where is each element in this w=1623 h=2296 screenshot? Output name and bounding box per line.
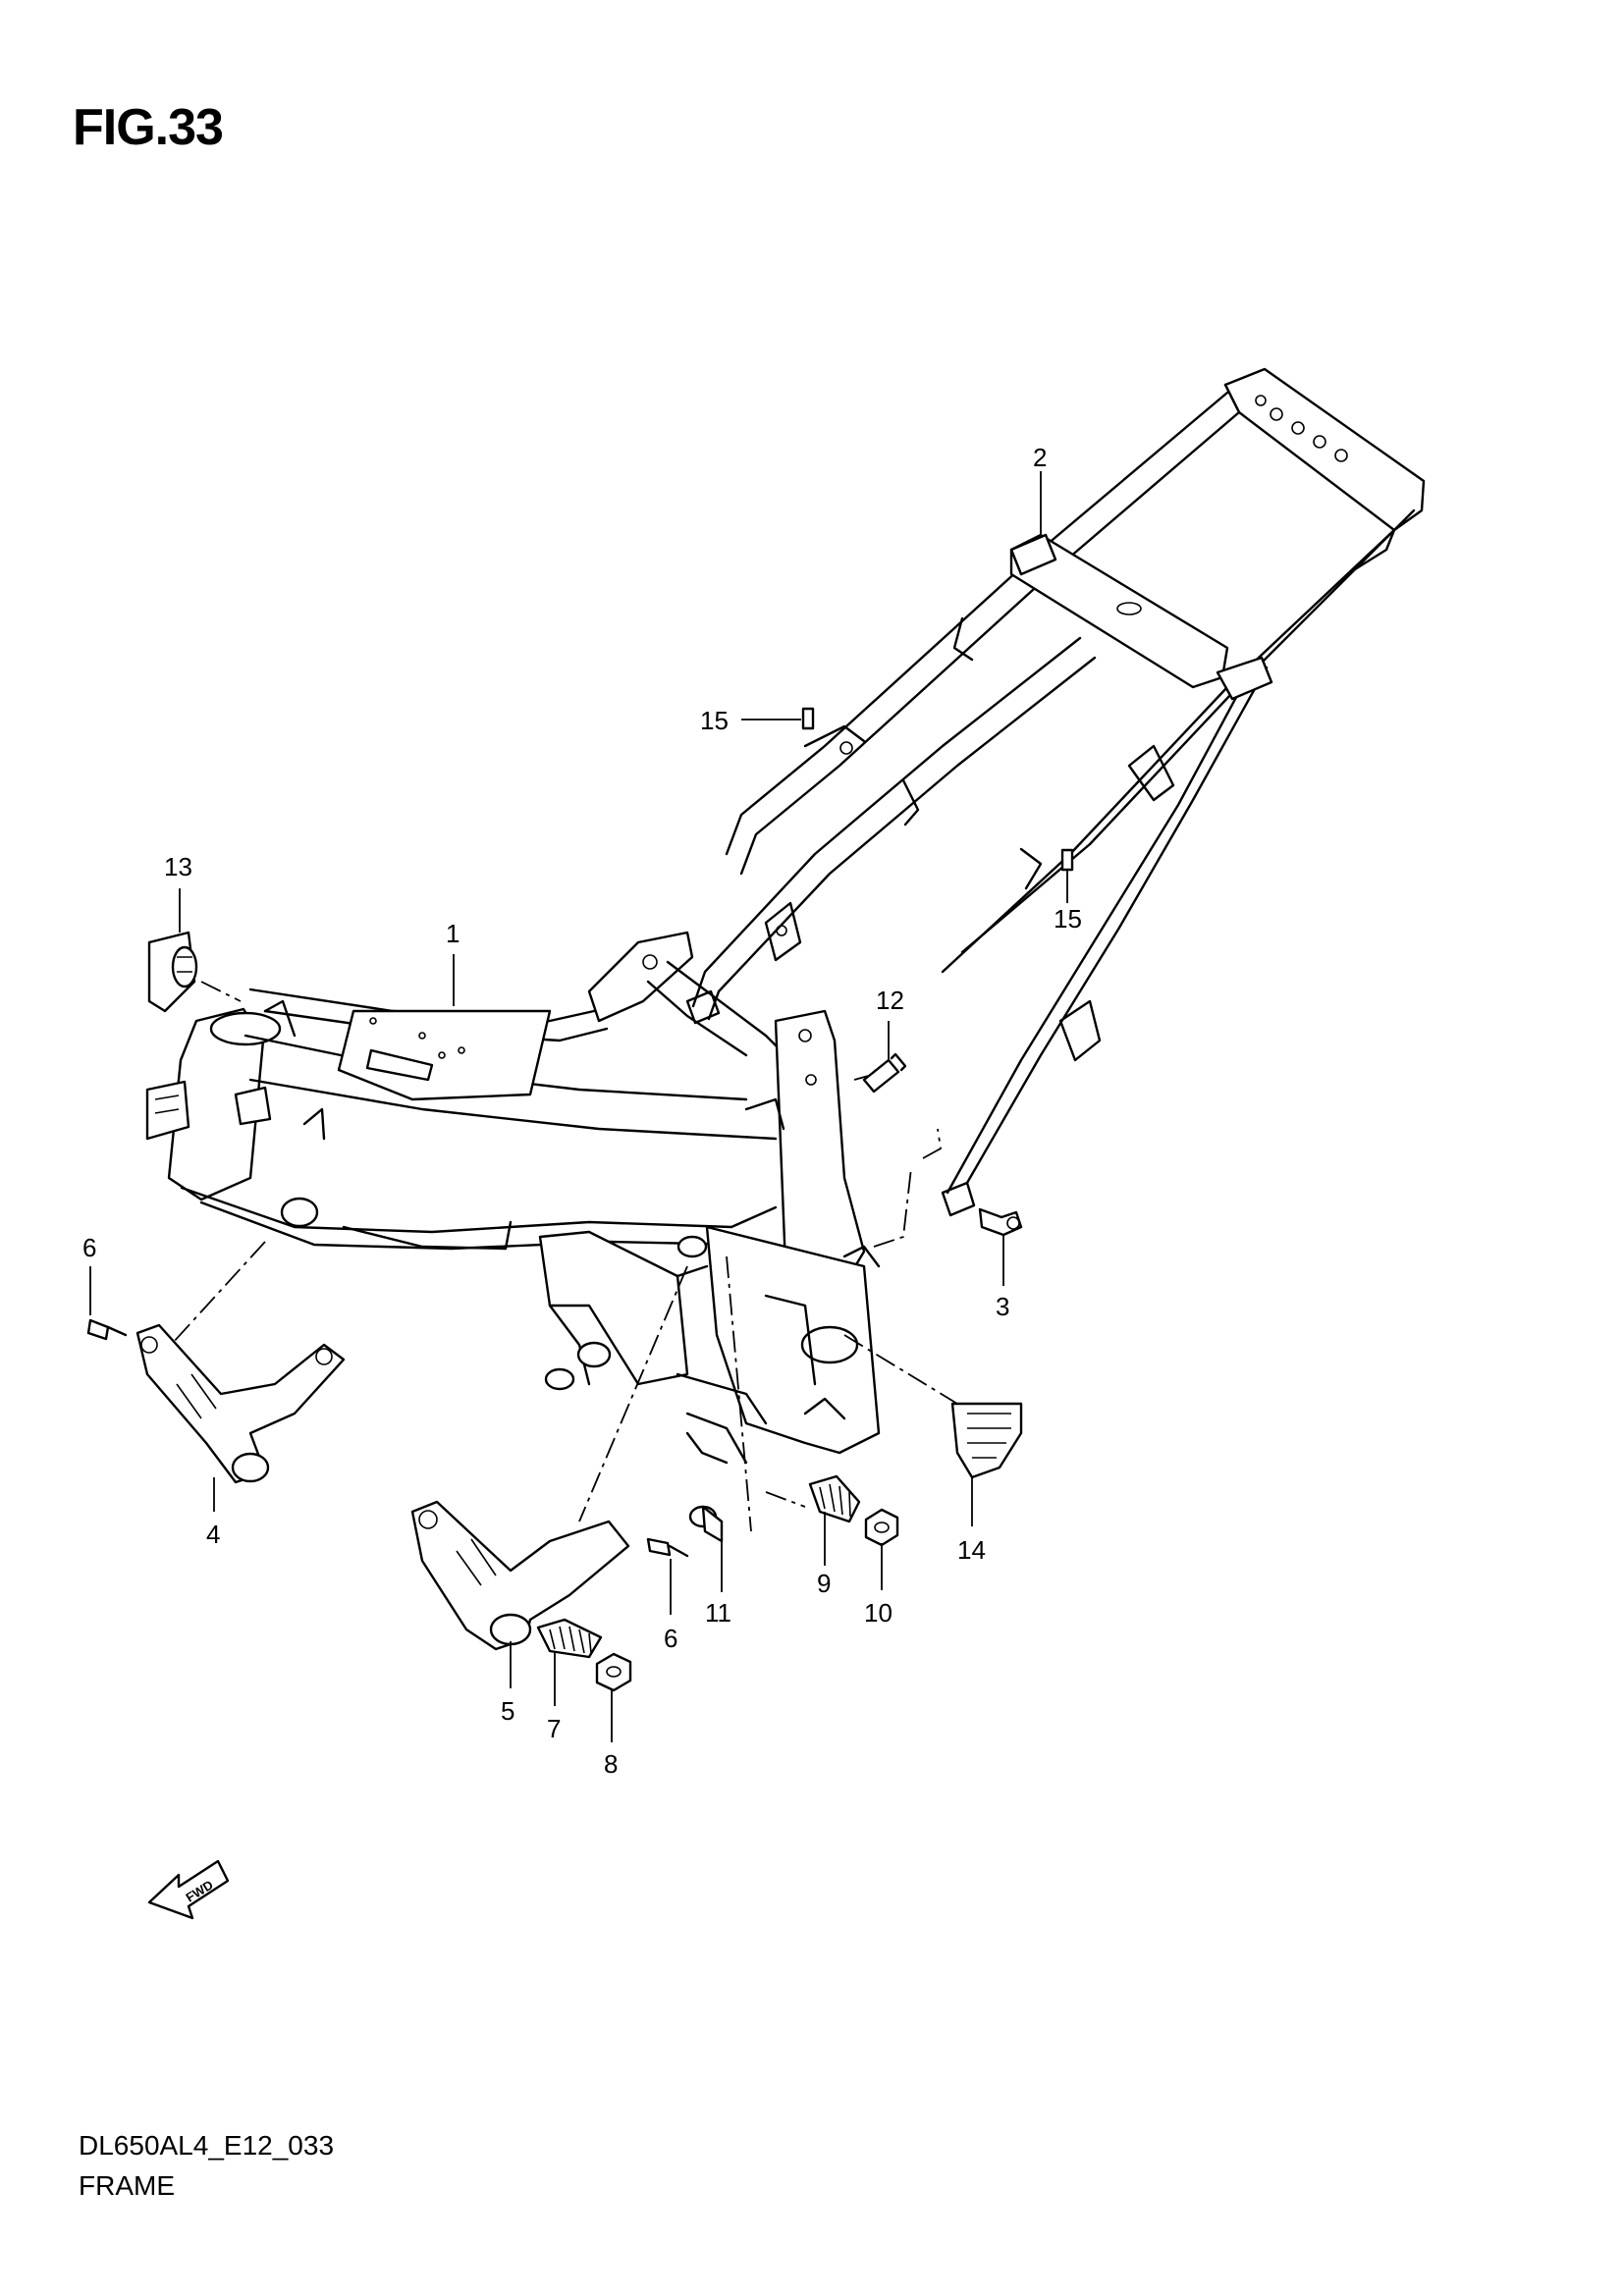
callout-9: 9 <box>817 1569 831 1598</box>
leader-lines <box>89 471 1068 1742</box>
callout-14: 14 <box>957 1535 986 1565</box>
alignment-lines <box>161 1074 958 1532</box>
part-12-bolt <box>862 1052 907 1094</box>
part-6-bolt-left <box>86 1318 128 1341</box>
part-15-pin-lower <box>1060 848 1074 872</box>
diagram-name: FRAME <box>79 2170 175 2201</box>
callout-1: 1 <box>446 919 460 948</box>
part-5-footpeg-bracket <box>410 1500 630 1651</box>
callout-6-left: 6 <box>82 1233 96 1262</box>
part-4-footpeg-bracket <box>135 1323 346 1484</box>
callout-13: 13 <box>164 852 192 881</box>
callout-5: 5 <box>501 1696 514 1726</box>
callout-11: 11 <box>705 1598 731 1628</box>
callout-2: 2 <box>1033 443 1047 472</box>
callout-15-upper: 15 <box>700 706 729 735</box>
callout-6-right: 6 <box>664 1624 677 1653</box>
part-13-front-mount <box>147 931 242 1013</box>
part-10-nut <box>864 1508 899 1547</box>
callout-3: 3 <box>996 1292 1009 1321</box>
part-6-bolt-right <box>646 1537 689 1558</box>
part-7-spring <box>536 1618 603 1659</box>
callout-10: 10 <box>864 1598 893 1628</box>
part-9-spring <box>808 1474 861 1523</box>
callout-7: 7 <box>547 1714 561 1743</box>
part-15-pin-upper <box>801 707 815 730</box>
callout-12: 12 <box>876 986 904 1015</box>
diagram-code: DL650AL4_E12_033 <box>79 2130 335 2161</box>
figure-title: FIG.33 <box>73 99 224 156</box>
part-14-cover-plate <box>950 1402 1023 1479</box>
main-frame <box>145 931 881 1465</box>
callout-8: 8 <box>604 1749 618 1779</box>
callout-15-lower: 15 <box>1054 904 1082 934</box>
part-8-nut <box>595 1652 632 1692</box>
fwd-arrow-icon: FWD <box>147 1859 230 1920</box>
part-3-bolt <box>978 1207 1023 1237</box>
part-11-collar <box>688 1505 724 1543</box>
callout-4: 4 <box>206 1520 220 1549</box>
callout-labels: 1 2 3 4 5 6 6 7 8 9 10 11 12 13 14 15 15 <box>82 443 1082 1779</box>
